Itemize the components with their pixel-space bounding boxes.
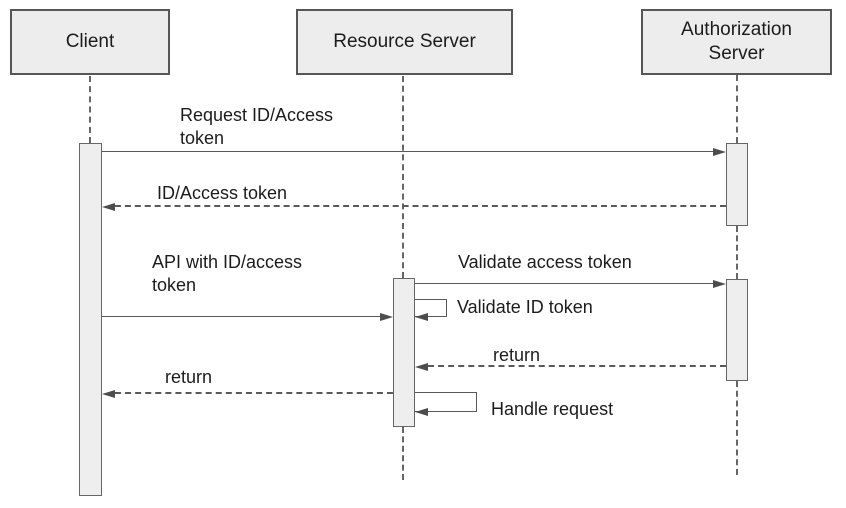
message-label-return-to-client: return	[165, 367, 213, 387]
arrowhead-right-icon	[380, 312, 393, 321]
lifeline-resource-server-lower	[402, 427, 404, 480]
actor-label-resource-server: Resource Server	[333, 31, 476, 52]
message-line-request-token	[102, 147, 726, 156]
lifeline-authorization-server-upper	[736, 75, 738, 143]
message-label-return-to-resource: return	[493, 345, 541, 365]
lifeline-resource-server-upper	[402, 76, 404, 278]
message-line-return-to-client	[102, 389, 393, 398]
message-label-request-token: Request ID/Access token	[180, 105, 334, 148]
arrowhead-left-icon	[415, 408, 428, 416]
message-line-return-to-resource	[415, 362, 726, 371]
actor-box-client: Client	[10, 9, 170, 75]
lifeline-authorization-server-middle	[736, 226, 738, 279]
activation-bar-authorization-server-1	[726, 143, 748, 226]
arrowhead-right-icon	[713, 279, 726, 288]
message-label-validate-access-token: Validate access token	[458, 252, 632, 272]
activation-bar-client	[79, 143, 102, 496]
message-label-handle-request: Handle request	[491, 399, 614, 419]
arrowhead-left-icon	[415, 313, 428, 321]
actor-label-authorization-server: Authorization Server	[681, 19, 792, 64]
actor-box-resource-server: Resource Server	[296, 9, 513, 75]
self-message-loop-validate-id-token	[415, 299, 447, 321]
message-line-api-call	[102, 312, 393, 321]
activation-bar-resource-server	[393, 278, 415, 427]
lifeline-authorization-server-lower	[736, 381, 738, 475]
arrowhead-left-icon	[102, 202, 115, 211]
arrowhead-left-icon	[102, 389, 115, 398]
activation-bar-authorization-server-2	[726, 279, 748, 381]
message-label-id-access-token: ID/Access token	[157, 183, 288, 203]
arrowhead-left-icon	[415, 362, 428, 371]
lifeline-client	[89, 76, 91, 143]
message-line-validate-access-token	[415, 279, 726, 288]
message-label-validate-id-token: Validate ID token	[457, 297, 593, 317]
actor-box-authorization-server: Authorization Server	[641, 9, 832, 75]
message-label-api-call: API with ID/access token	[152, 252, 303, 295]
message-line-id-access-token	[102, 202, 726, 211]
self-message-loop-handle-request	[415, 392, 477, 416]
actor-label-client: Client	[65, 31, 115, 52]
arrowhead-right-icon	[713, 147, 726, 156]
